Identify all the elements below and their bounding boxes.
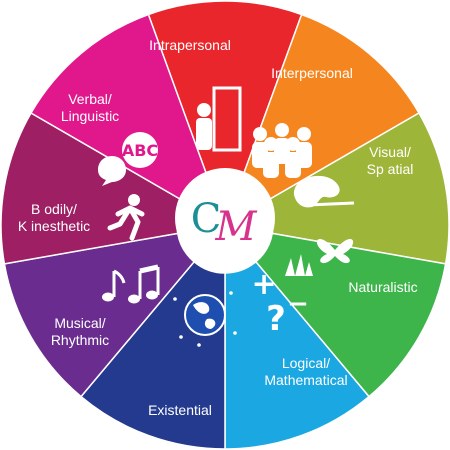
label-line: B odily/ <box>31 201 77 217</box>
label-line: Logical/ <box>282 355 330 371</box>
label-interpersonal: Interpersonal <box>271 65 353 81</box>
segment-musical-rhythmic <box>3 232 196 398</box>
label-musical-rhythmic: Musical/Rhythmic <box>51 315 109 348</box>
label-verbal-linguistic: Verbal/Linguistic <box>61 91 119 124</box>
door-person-icon <box>196 86 242 152</box>
palette-brush-icon <box>293 175 355 208</box>
music-notes-icon <box>102 264 160 304</box>
label-bodily-kinesthetic: B odily/K inesthetic <box>18 201 90 234</box>
label-line: Intrapersonal <box>149 37 231 53</box>
label-line: Mathematical <box>264 372 347 388</box>
logo-letter-c: C <box>191 196 222 242</box>
center-circle <box>175 168 275 268</box>
label-line: Sp atial <box>367 161 414 177</box>
label-naturalistic: Naturalistic <box>348 279 417 295</box>
label-line: Naturalistic <box>348 279 417 295</box>
label-existential: Existential <box>148 402 212 418</box>
label-logical-mathematical: Logical/Mathematical <box>264 355 347 388</box>
svg-text:+: + <box>251 267 276 302</box>
group-people-icon <box>252 123 312 178</box>
label-intrapersonal: Intrapersonal <box>149 37 231 53</box>
label-line: Existential <box>148 402 212 418</box>
butterfly-grass-icon <box>285 238 354 276</box>
label-line: Interpersonal <box>271 65 353 81</box>
icons-layer: +?− ABC <box>98 86 355 347</box>
svg-text:−: − <box>287 289 309 319</box>
label-line: K inesthetic <box>18 218 90 234</box>
label-visual-spatial: Visual/Sp atial <box>367 144 414 177</box>
center-logo: C M <box>175 168 275 268</box>
logo-letter-m: M <box>215 204 258 250</box>
svg-text:?: ? <box>266 299 286 339</box>
label-line: Musical/ <box>54 315 105 331</box>
label-line: Visual/ <box>369 144 411 160</box>
speech-abc-icon: ABC <box>98 132 158 186</box>
label-line: Rhythmic <box>51 332 109 348</box>
running-person-icon <box>107 194 145 241</box>
segment-logical-mathematical <box>224 260 371 450</box>
label-line: Verbal/ <box>68 91 112 107</box>
label-line: Linguistic <box>61 108 119 124</box>
math-symbols-icon: +?− <box>251 267 308 339</box>
globe-stars-icon <box>173 291 237 347</box>
svg-text:ABC: ABC <box>122 141 158 160</box>
